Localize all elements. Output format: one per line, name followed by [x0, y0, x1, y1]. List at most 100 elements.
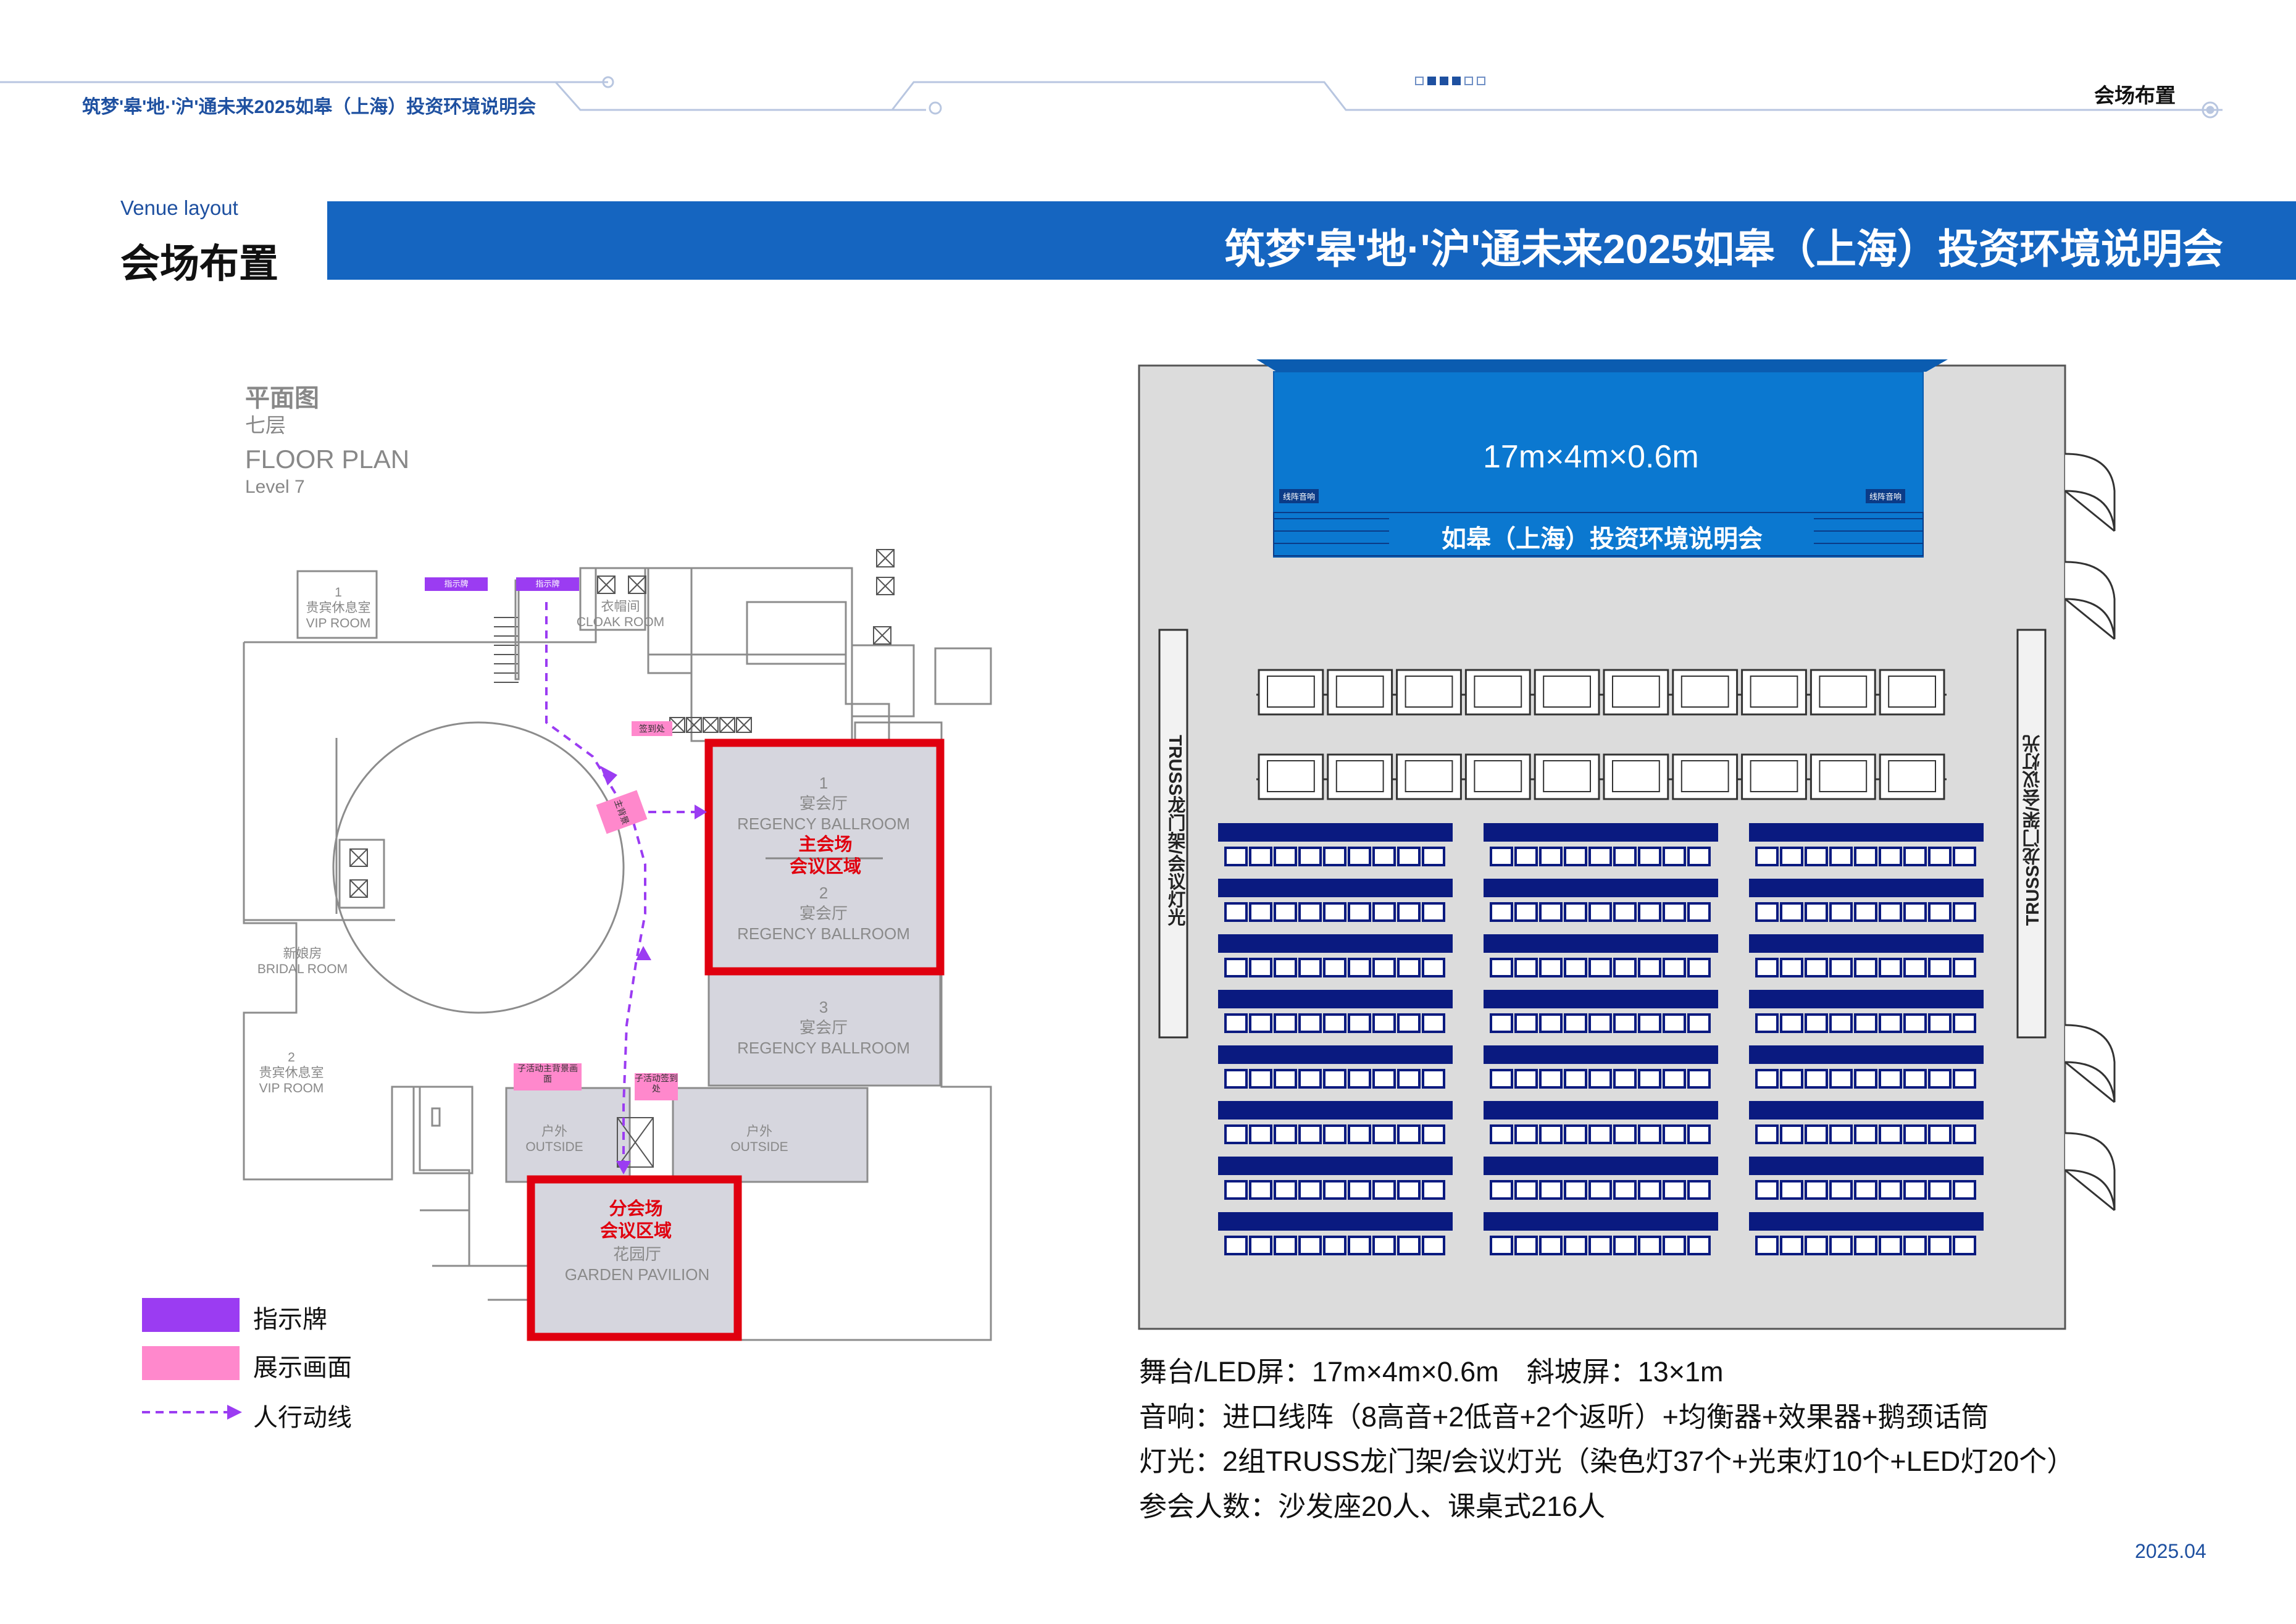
room-name-en: OUTSIDE	[730, 1140, 788, 1154]
classroom-seat	[1564, 847, 1587, 866]
main-venue-title: 主会场	[798, 835, 853, 855]
classroom-seat	[1588, 847, 1612, 866]
stage-name-label: 如皋（上海）投资环境说明会	[1442, 525, 1763, 553]
classroom-seat	[1298, 1180, 1322, 1200]
classroom-seat	[1274, 1069, 1297, 1089]
classroom-seat	[1953, 902, 1976, 922]
classroom-seat	[1397, 1013, 1421, 1033]
classroom-seat	[1953, 1236, 1976, 1255]
classroom-seat	[1854, 1236, 1877, 1255]
sign-marker: 指示牌	[425, 577, 488, 591]
page-dot	[1427, 77, 1436, 85]
sub-venue-area: 会议区域	[599, 1221, 672, 1241]
classroom-seat	[1903, 1236, 1927, 1255]
classroom-table	[1749, 1045, 1984, 1064]
classroom-seat	[1805, 847, 1828, 866]
classroom-seat	[1879, 847, 1902, 866]
side-door-swing	[2064, 598, 2115, 640]
classroom-seat	[1564, 1236, 1587, 1255]
classroom-seat	[1879, 902, 1902, 922]
footer-date: 2025.04	[2135, 1540, 2206, 1562]
classroom-table	[1218, 934, 1453, 953]
classroom-seat	[1663, 1013, 1686, 1033]
classroom-seat	[1638, 1124, 1661, 1144]
classroom-seat	[1780, 1013, 1803, 1033]
sign-marker: 指示牌	[516, 577, 579, 591]
classroom-seat	[1224, 1124, 1248, 1144]
classroom-seat	[1298, 1236, 1322, 1255]
sofa-cushion	[1750, 760, 1798, 792]
sub-activity-display: 子活动主背景画面	[514, 1063, 582, 1090]
classroom-seat	[1224, 1013, 1248, 1033]
classroom-seat	[1539, 902, 1563, 922]
room-name-cn: 宴会厅	[799, 1018, 848, 1037]
classroom-seat	[1372, 847, 1396, 866]
banner-title: 筑梦'皋'地·'沪'通未来2025如皋（上海）投资环境说明会	[1224, 226, 2223, 272]
classroom-seat	[1928, 1069, 1952, 1089]
classroom-seat	[1613, 1013, 1637, 1033]
classroom-seat	[1397, 1069, 1421, 1089]
classroom-seat	[1224, 1180, 1248, 1200]
classroom-seat	[1348, 1013, 1371, 1033]
classroom-table	[1218, 823, 1453, 842]
room-name-en: GARDEN PAVILION	[564, 1265, 710, 1284]
classroom-seat	[1829, 902, 1853, 922]
room-vip-2: 2 贵宾休息室 VIP ROOM	[259, 1050, 324, 1096]
classroom-seat	[1755, 1236, 1779, 1255]
room-ballroom-2: 2 宴会厅 REGENCY BALLROOM	[737, 883, 910, 944]
classroom-seat	[1514, 1236, 1538, 1255]
classroom-seat	[1249, 902, 1272, 922]
classroom-seat	[1687, 1013, 1711, 1033]
classroom-seat	[1755, 1069, 1779, 1089]
spec-audio: 音响：进口线阵（8高音+2低音+2个返听）+均衡器+效果器+鹅颈话筒	[1139, 1401, 1989, 1433]
classroom-seat	[1663, 1236, 1686, 1255]
header-event-title: 筑梦'皋'地·'沪'通未来2025如皋（上海）投资环境说明会	[82, 97, 536, 117]
classroom-seat	[1829, 1124, 1853, 1144]
classroom-seat	[1224, 902, 1248, 922]
classroom-seat	[1663, 1069, 1686, 1089]
classroom-seat	[1490, 1180, 1513, 1200]
classroom-seat	[1588, 902, 1612, 922]
classroom-seat	[1564, 1124, 1587, 1144]
classroom-seat	[1249, 1180, 1272, 1200]
room-garden: 花园厅 GARDEN PAVILION	[565, 1244, 710, 1285]
room-name-en: VIP ROOM	[306, 616, 371, 630]
classroom-seating	[1218, 823, 1984, 1255]
classroom-seat	[1372, 1069, 1396, 1089]
classroom-seat	[1514, 958, 1538, 977]
classroom-seat	[1490, 1236, 1513, 1255]
classroom-seat	[1613, 1069, 1637, 1089]
sofa-cushion	[1888, 676, 1936, 708]
classroom-seat	[1805, 1236, 1828, 1255]
classroom-seat	[1514, 1013, 1538, 1033]
classroom-table	[1749, 990, 1984, 1008]
side-doors	[2064, 453, 2116, 1212]
spec-attendance: 参会人数：沙发座20人、课桌式216人	[1139, 1491, 1606, 1522]
classroom-seat	[1805, 958, 1828, 977]
classroom-seat	[1953, 1180, 1976, 1200]
stage-size-label: 17m×4m×0.6m	[1483, 439, 1699, 475]
classroom-seat	[1953, 958, 1976, 977]
classroom-seat	[1372, 1013, 1396, 1033]
classroom-seat	[1274, 1124, 1297, 1144]
classroom-seat	[1422, 847, 1445, 866]
classroom-seat	[1249, 1236, 1272, 1255]
header-section-label: 会场布置	[2094, 84, 2176, 107]
classroom-table	[1218, 1157, 1453, 1175]
classroom-seat	[1514, 1124, 1538, 1144]
classroom-seat	[1490, 1069, 1513, 1089]
sofa-cushion	[1680, 760, 1729, 792]
classroom-seat	[1348, 1236, 1371, 1255]
classroom-seat	[1348, 958, 1371, 977]
classroom-seat	[1274, 1013, 1297, 1033]
classroom-seat	[1613, 958, 1637, 977]
sub-venue-label: 分会场 会议区域	[600, 1198, 672, 1242]
classroom-seat	[1879, 1180, 1902, 1200]
sofa-seating	[1256, 669, 1947, 800]
classroom-seat	[1274, 902, 1297, 922]
classroom-seat	[1490, 958, 1513, 977]
classroom-table	[1484, 1101, 1718, 1120]
